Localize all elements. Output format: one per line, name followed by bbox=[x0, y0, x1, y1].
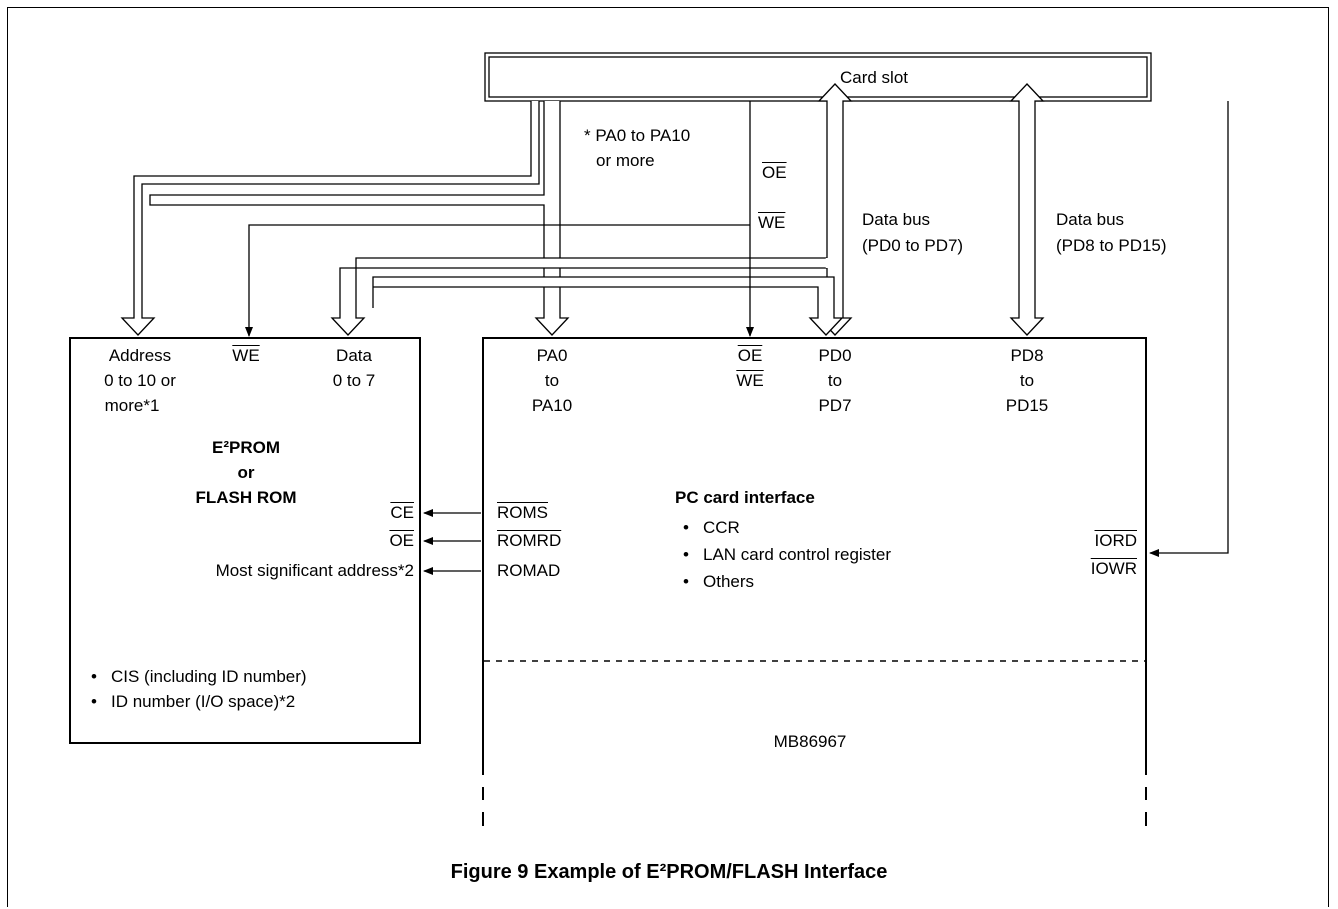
pd8-pin-label2: to bbox=[1019, 371, 1035, 390]
pd0-pin-label2: to bbox=[827, 371, 843, 390]
card-slot-label: Card slot bbox=[839, 68, 909, 87]
rom-bullet-cis: CIS (including ID number) bbox=[91, 667, 307, 687]
chip-name: MB86967 bbox=[773, 732, 847, 751]
pd8-pin-label1: PD8 bbox=[1010, 346, 1044, 365]
pd0-pin-label1: PD0 bbox=[818, 346, 852, 365]
rom-data-label2: 0 to 7 bbox=[332, 371, 376, 390]
we-signal-label: WE bbox=[758, 213, 786, 232]
pa-bus-arrow bbox=[149, 101, 570, 336]
rom-oe-pin: OE bbox=[389, 531, 414, 550]
data-bus-high-arrow bbox=[1009, 83, 1045, 336]
romrd-pin: ROMRD bbox=[497, 531, 562, 550]
data-branch-to-eeprom bbox=[330, 257, 827, 336]
rom-we-pin: WE bbox=[232, 346, 260, 365]
interface-item-lan: LAN card control register bbox=[683, 545, 891, 565]
data-bus-high-label2: (PD8 to PD15) bbox=[1056, 236, 1167, 255]
iord-pin: IORD bbox=[1094, 531, 1138, 550]
interface-item-others: Others bbox=[683, 572, 754, 592]
pd8-pin-label3: PD15 bbox=[1005, 396, 1049, 415]
data-branch-to-pd0 bbox=[372, 276, 844, 336]
rom-address-label3: more*1 bbox=[104, 396, 160, 415]
romad-pin: ROMAD bbox=[497, 561, 561, 580]
card-slot-box bbox=[484, 52, 1152, 102]
address-note-line2: or more bbox=[596, 151, 655, 170]
rom-ce-pin: CE bbox=[390, 503, 414, 522]
data-bus-low-label1: Data bus bbox=[862, 210, 931, 229]
rom-address-label1: Address bbox=[108, 346, 172, 365]
address-bus-arrow bbox=[120, 101, 540, 336]
rom-title-line3: FLASH ROM bbox=[195, 488, 297, 507]
rom-bullet-id: ID number (I/O space)*2 bbox=[91, 692, 295, 712]
eeprom-box bbox=[69, 337, 421, 744]
interface-item-ccr: CCR bbox=[683, 518, 740, 538]
rom-msa-pin: Most significant address*2 bbox=[215, 561, 414, 580]
oe-signal-label: OE bbox=[762, 163, 787, 182]
pa-pin-label3: PA10 bbox=[531, 396, 573, 415]
pc-card-interface-title: PC card interface bbox=[675, 488, 815, 507]
iowr-pin: IOWR bbox=[1090, 559, 1137, 578]
we-line bbox=[245, 224, 750, 337]
figure-caption: Figure 9 Example of E²PROM/FLASH Interfa… bbox=[450, 861, 888, 883]
rom-title-line2: or bbox=[237, 463, 255, 482]
data-bus-low-label2: (PD0 to PD7) bbox=[862, 236, 964, 255]
rom-data-label1: Data bbox=[336, 346, 372, 365]
ctrl-we-pin: WE bbox=[736, 371, 764, 390]
figure-frame bbox=[7, 7, 1329, 907]
controller-box bbox=[482, 337, 1147, 826]
address-note-line1: * PA0 to PA10 bbox=[584, 126, 691, 145]
ctrl-oe-pin: OE bbox=[737, 346, 763, 365]
data-bus-high-label1: Data bus bbox=[1056, 210, 1125, 229]
rom-title-line1: E²PROM bbox=[212, 438, 280, 457]
iord-line bbox=[1149, 101, 1229, 557]
roms-pin: ROMS bbox=[497, 503, 548, 522]
data-bus-low-arrow bbox=[817, 83, 853, 336]
pa-pin-label2: to bbox=[544, 371, 560, 390]
pd0-pin-label3: PD7 bbox=[818, 396, 852, 415]
rom-address-label2: 0 to 10 or bbox=[104, 371, 176, 390]
pa-pin-label1: PA0 bbox=[536, 346, 568, 365]
